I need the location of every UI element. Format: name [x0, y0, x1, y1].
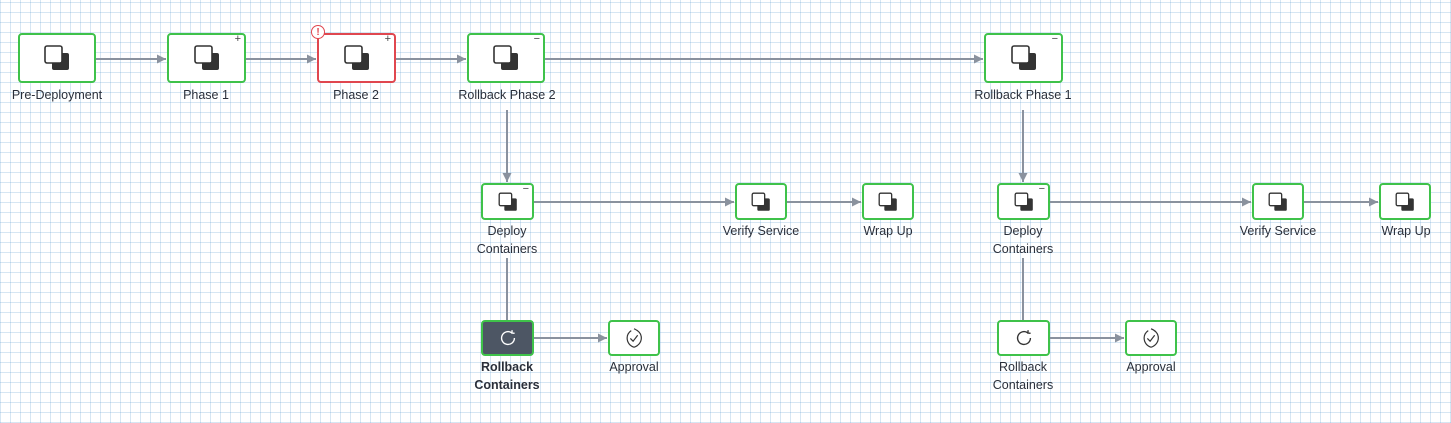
copy-squares-icon: [1013, 191, 1035, 213]
label-phase-1: Phase 1: [183, 88, 229, 102]
copy-squares-icon: [192, 43, 222, 73]
node-approval-b[interactable]: [1125, 320, 1177, 356]
approval-check-icon: [1140, 327, 1162, 349]
node-rollback-phase-2[interactable]: −: [467, 33, 545, 83]
label-phase-2: Phase 2: [333, 88, 379, 102]
copy-squares-icon: [497, 191, 519, 213]
node-approval-a[interactable]: [608, 320, 660, 356]
node-rollback-containers-a[interactable]: [481, 320, 534, 356]
collapse-toggle[interactable]: −: [533, 33, 540, 45]
node-wrap-up-b[interactable]: [1379, 183, 1431, 220]
error-badge-icon: !: [311, 25, 325, 39]
label-rollback-containers-a: Rollback Containers: [474, 360, 540, 392]
label-wrap-up-b: Wrap Up: [1381, 224, 1431, 238]
node-rollback-containers-b[interactable]: [997, 320, 1050, 356]
rotate-icon: [1013, 327, 1035, 349]
node-rollback-phase-1[interactable]: −: [984, 33, 1063, 83]
collapse-toggle[interactable]: −: [1051, 33, 1058, 45]
label-approval-b: Approval: [1126, 360, 1176, 374]
rotate-icon: [497, 327, 519, 349]
node-deploy-containers-a[interactable]: −: [481, 183, 534, 220]
copy-squares-icon: [750, 191, 772, 213]
label-deploy-containers-a: Deploy Containers: [476, 224, 538, 256]
copy-squares-icon: [491, 43, 521, 73]
label-rollback-containers-b: Rollback Containers: [992, 360, 1054, 392]
expand-toggle[interactable]: +: [234, 33, 241, 45]
label-deploy-containers-b: Deploy Containers: [992, 224, 1054, 256]
node-wrap-up-a[interactable]: [862, 183, 914, 220]
node-pre-deployment[interactable]: [18, 33, 96, 83]
node-phase-2[interactable]: ! +: [311, 25, 396, 83]
copy-squares-icon: [877, 191, 899, 213]
approval-check-icon: [623, 327, 645, 349]
copy-squares-icon: [1394, 191, 1416, 213]
node-deploy-containers-b[interactable]: −: [997, 183, 1050, 220]
collapse-toggle[interactable]: −: [522, 183, 529, 195]
label-verify-service-a: Verify Service: [722, 224, 800, 238]
collapse-toggle[interactable]: −: [1038, 183, 1045, 195]
node-phase-1[interactable]: +: [167, 33, 246, 83]
copy-squares-icon: [1009, 43, 1039, 73]
copy-squares-icon: [342, 43, 372, 73]
copy-squares-icon: [1267, 191, 1289, 213]
label-approval-a: Approval: [609, 360, 659, 374]
label-verify-service-b: Verify Service: [1239, 224, 1317, 238]
label-pre-deployment: Pre-Deployment: [11, 88, 103, 102]
expand-toggle[interactable]: +: [384, 33, 391, 45]
label-rollback-phase-1: Rollback Phase 1: [974, 88, 1072, 102]
label-wrap-up-a: Wrap Up: [863, 224, 913, 238]
copy-squares-icon: [42, 43, 72, 73]
node-verify-service-b[interactable]: [1252, 183, 1304, 220]
node-verify-service-a[interactable]: [735, 183, 787, 220]
label-rollback-phase-2: Rollback Phase 2: [458, 88, 556, 102]
